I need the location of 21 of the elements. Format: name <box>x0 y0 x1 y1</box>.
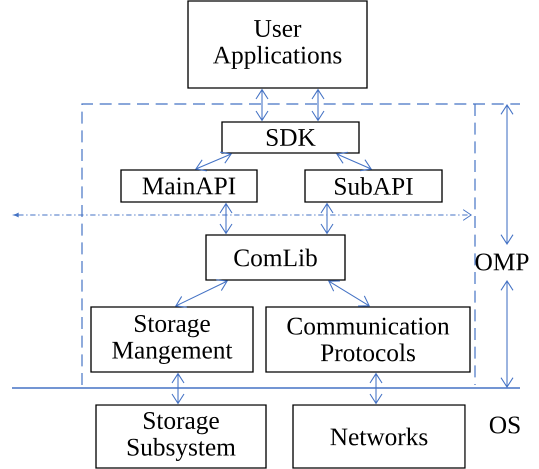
box: User Applications <box>187 0 368 89</box>
layer-label: OS <box>490 416 520 434</box>
box: MainAPI <box>120 169 258 203</box>
box: Networks <box>292 404 466 469</box>
arrow <box>220 202 232 234</box>
arrow <box>370 372 382 404</box>
box: Storage Mangement <box>90 306 254 373</box>
box: SubAPI <box>304 169 443 203</box>
arrow <box>175 279 228 308</box>
arrow <box>256 88 268 122</box>
box: ComLib <box>205 234 346 281</box>
layer-label: OMP <box>476 254 528 271</box>
arrow <box>195 152 232 172</box>
arrow <box>312 88 324 122</box>
arrow <box>320 202 334 234</box>
arrow <box>336 152 372 172</box>
arrow <box>328 280 370 307</box>
box: Communication Protocols <box>265 306 471 373</box>
box: Storage Subsystem <box>95 404 267 469</box>
box: SDK <box>221 121 360 154</box>
arrow <box>172 372 184 404</box>
